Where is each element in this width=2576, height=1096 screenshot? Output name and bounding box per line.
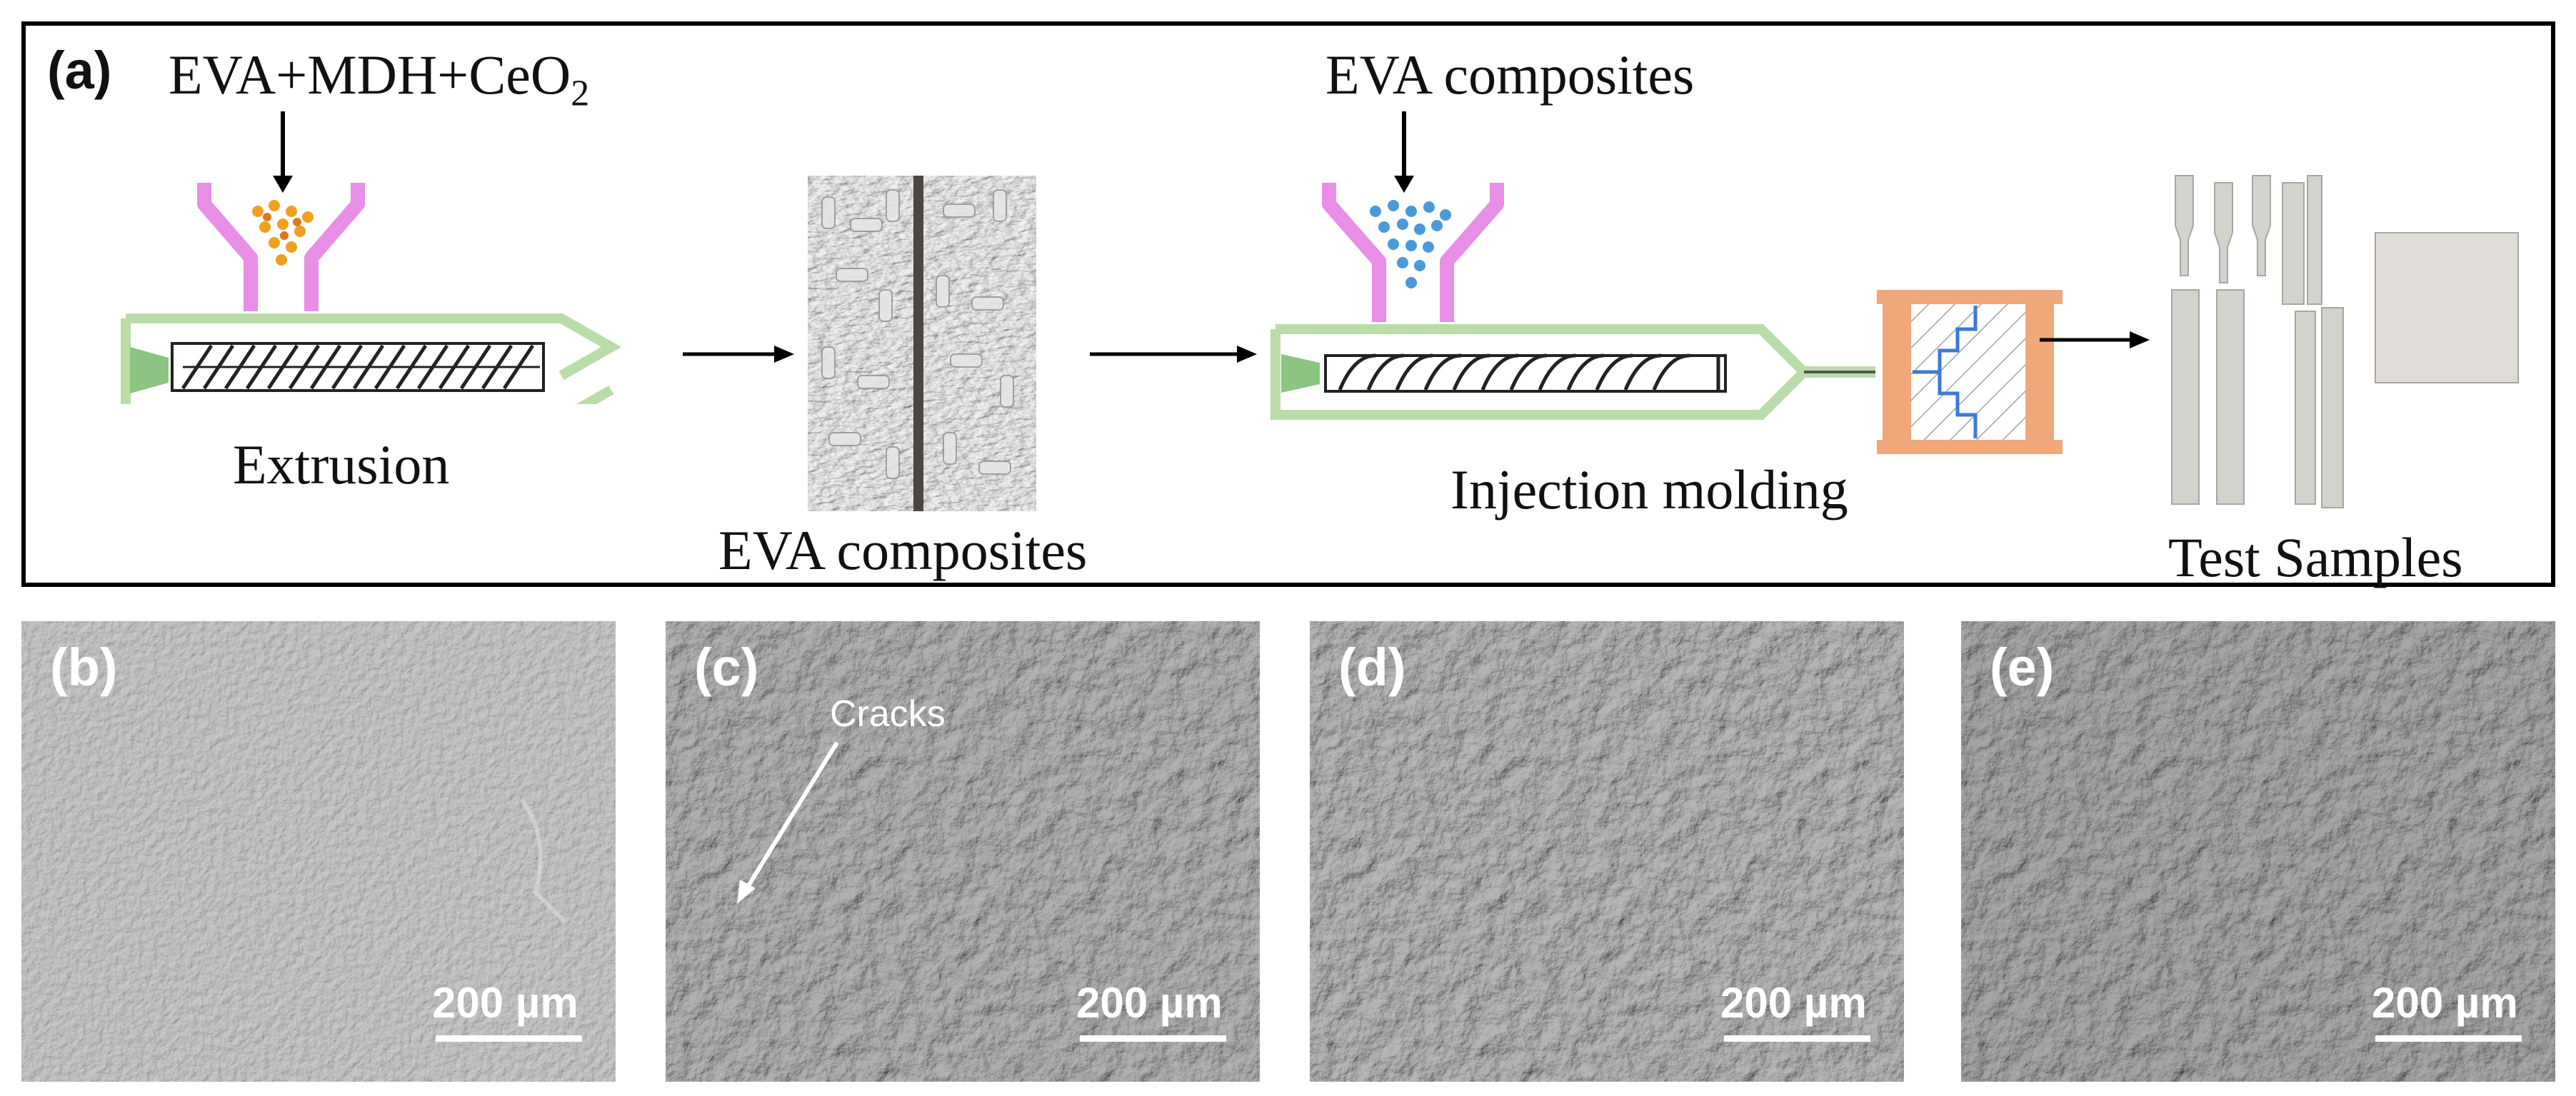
samples-caption: Test Samples [2168,526,2463,588]
panel-label-a: (a) [47,41,112,100]
cracks-annotation: Cracks [830,693,946,735]
scale-text-c: 200 µm [1076,979,1223,1027]
process-arrow-2 [1090,346,1257,363]
injection-caption: Injection molding [1450,458,1848,521]
scale-bar-d [1724,1035,1870,1042]
process-panel: (a) EVA+MDH+CeO2 [21,21,2555,588]
process-arrow-1 [683,346,794,363]
sem-label-d: (d) [1338,638,1406,697]
sem-texture-c [666,621,1260,1082]
sem-image-d: (d) 200 µm [1310,621,1904,1082]
scale-bar-e [2375,1035,2522,1042]
scale-text-e: 200 µm [2372,979,2518,1027]
sem-texture-e [1961,621,2555,1082]
sem-image-c: (c) Cracks 200 µm [666,621,1260,1082]
scale-bar-c [1080,1035,1226,1042]
sem-label-c: (c) [694,638,759,697]
scale-text-b: 200 µm [432,979,578,1027]
sem-image-e: (e) 200 µm [1961,621,2555,1082]
pellets-photo [808,176,1036,511]
sem-texture-d [1310,621,1904,1082]
sem-label-e: (e) [1990,638,2055,697]
extrusion-caption: Extrusion [233,433,450,496]
injection-molding-diagram [1271,111,2063,454]
extruder-diagram [121,111,622,404]
injection-input-label: EVA composites [1325,44,1695,106]
process-arrow-3 [2040,331,2150,348]
extrusion-input-label: EVA+MDH+CeO2 [169,44,590,114]
scale-text-d: 200 µm [1720,979,1867,1027]
sem-label-b: (b) [50,638,118,697]
pellets-caption: EVA composites [718,519,1088,581]
scale-bar-b [436,1035,582,1042]
test-samples-photo [2161,161,2525,518]
sem-texture-b [21,621,616,1082]
sem-image-b: (b) 200 µm [21,621,616,1082]
